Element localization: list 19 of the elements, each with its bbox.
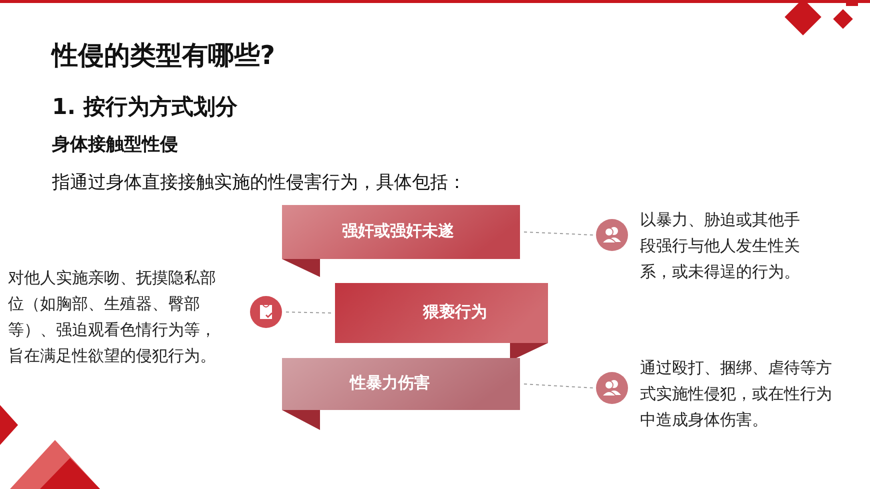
banner-label: 猥亵行为 bbox=[423, 302, 487, 323]
slide-title: 性侵的类型有哪些? bbox=[52, 40, 276, 73]
people-icon bbox=[596, 372, 628, 404]
banner-label: 强奸或强奸未遂 bbox=[342, 221, 454, 242]
dashed-connector bbox=[524, 384, 594, 388]
ribbon-banner bbox=[335, 283, 548, 361]
description-text: 通过殴打、捆绑、虐待等方式实施性侵犯，或在性行为中造成身体伤害。 bbox=[640, 357, 833, 431]
clipboard-icon bbox=[250, 296, 282, 328]
ribbon-banner bbox=[282, 205, 520, 277]
description-text: 以暴力、胁迫或其他手段强行与他人发生性关系，或未得逞的行为。 bbox=[640, 209, 801, 283]
dashed-connector bbox=[524, 232, 594, 236]
people-icon bbox=[596, 219, 628, 251]
banner-label: 性暴力伤害 bbox=[350, 373, 430, 394]
subheading: 身体接触型性侵 bbox=[52, 133, 178, 156]
dashed-connector bbox=[286, 312, 334, 314]
ribbon-banner bbox=[282, 358, 520, 430]
intro-text: 指通过身体直接接触实施的性侵害行为，具体包括： bbox=[52, 171, 466, 194]
section-heading: 1. 按行为方式划分 bbox=[52, 94, 238, 122]
description-text: 对他人实施亲吻、抚摸隐私部位（如胸部、生殖器、臀部等）、强迫观看色情行为等，旨在满足性欲望的侵犯行为。 bbox=[8, 267, 217, 367]
